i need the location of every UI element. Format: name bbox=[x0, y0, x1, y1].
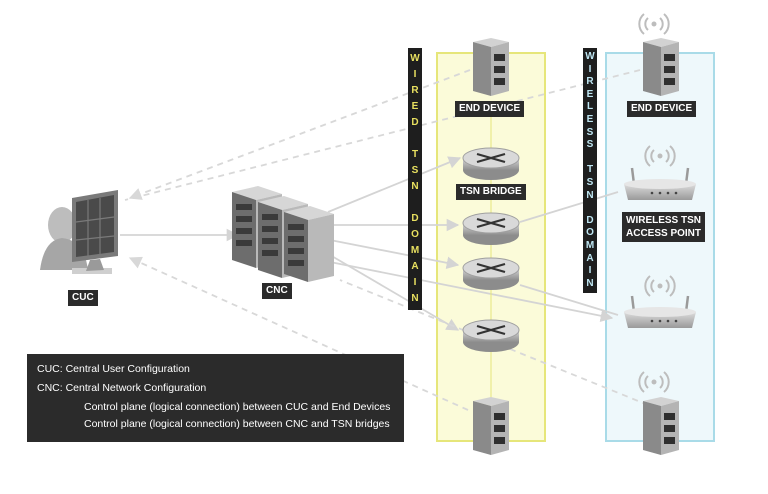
domain-label-char: N bbox=[411, 181, 419, 192]
end-device-label: END DEVICE bbox=[455, 101, 525, 117]
end-device-bottom-icon bbox=[473, 397, 509, 455]
domain-label-char: E bbox=[411, 101, 419, 112]
wireless-end-device-bottom-icon bbox=[638, 371, 679, 455]
domain-label-char: T bbox=[411, 149, 419, 160]
domain-label-char bbox=[408, 131, 422, 147]
domain-label-char: E bbox=[586, 88, 594, 100]
domain-label-char: M bbox=[585, 239, 595, 251]
domain-label-char: S bbox=[586, 126, 594, 138]
wireless-ap-label-line2: ACCESS POINT bbox=[626, 228, 702, 239]
domain-label-char: N bbox=[411, 293, 419, 304]
domain-label-char: O bbox=[586, 227, 594, 239]
domain-label-char: S bbox=[586, 139, 594, 151]
domain-label-char: N bbox=[586, 189, 594, 201]
domain-label-char: W bbox=[410, 53, 420, 64]
domain-label-char: O bbox=[411, 229, 419, 240]
domain-label-char bbox=[408, 195, 422, 211]
domain-label-char: I bbox=[413, 277, 417, 288]
domain-label-char: I bbox=[588, 265, 592, 277]
legend-cnc-definition: CNC: Central Network Configuration bbox=[37, 382, 207, 394]
domain-label-char bbox=[583, 202, 597, 215]
cuc-monitor-user-icon bbox=[40, 190, 118, 274]
domain-label-char bbox=[583, 152, 597, 165]
tsn-bridge-router-3-icon bbox=[462, 257, 520, 290]
domain-label-char: D bbox=[411, 213, 419, 224]
domain-label-char: S bbox=[586, 176, 594, 188]
legend-dashed-description: Control plane (logical connection) betwe… bbox=[84, 401, 391, 413]
domain-label-char: T bbox=[586, 164, 594, 176]
wireless-ap-label-line1: WIRELESS TSN bbox=[626, 215, 702, 226]
legend-solid-description: Control plane (logical connection) betwe… bbox=[84, 418, 390, 430]
domain-label-char: I bbox=[588, 63, 592, 75]
domain-label-char: E bbox=[586, 113, 594, 125]
wireless-access-point-icon bbox=[624, 145, 696, 200]
domain-label-char: A bbox=[411, 261, 419, 272]
domain-label-char: R bbox=[411, 85, 419, 96]
domain-label-char: D bbox=[586, 214, 594, 226]
tsn-bridge-router-icon bbox=[462, 147, 520, 180]
wireless-end-device-icon bbox=[638, 13, 679, 96]
domain-label-char: S bbox=[411, 165, 419, 176]
end-device-icon bbox=[473, 38, 509, 96]
wireless-access-point-2-icon bbox=[624, 275, 696, 328]
cuc-label: CUC bbox=[68, 290, 98, 306]
wireless-ap-label: WIRELESS TSN ACCESS POINT bbox=[622, 212, 706, 242]
cnc-label: CNC bbox=[262, 283, 292, 299]
domain-label-char: N bbox=[586, 277, 594, 289]
tsn-bridge-router-4-icon bbox=[462, 319, 520, 352]
solid-connections bbox=[120, 110, 619, 405]
tsn-bridge-label: TSN BRIDGE bbox=[456, 184, 526, 200]
domain-label-char: I bbox=[413, 69, 417, 80]
domain-label-char: W bbox=[585, 51, 595, 62]
legend: CUC: Central User Configuration CNC: Cen… bbox=[27, 354, 404, 442]
legend-cuc-definition: CUC: Central User Configuration bbox=[37, 363, 190, 375]
domain-label-char: D bbox=[411, 117, 419, 128]
domain-label-char: L bbox=[586, 101, 594, 113]
cnc-server-rack-icon bbox=[232, 186, 334, 282]
domain-label-char: R bbox=[586, 76, 594, 88]
domain-label-char: M bbox=[410, 245, 420, 256]
tsn-bridge-router-2-icon bbox=[462, 212, 520, 245]
domain-label-char: A bbox=[586, 252, 594, 264]
wireless-end-device-label: END DEVICE bbox=[627, 101, 697, 117]
